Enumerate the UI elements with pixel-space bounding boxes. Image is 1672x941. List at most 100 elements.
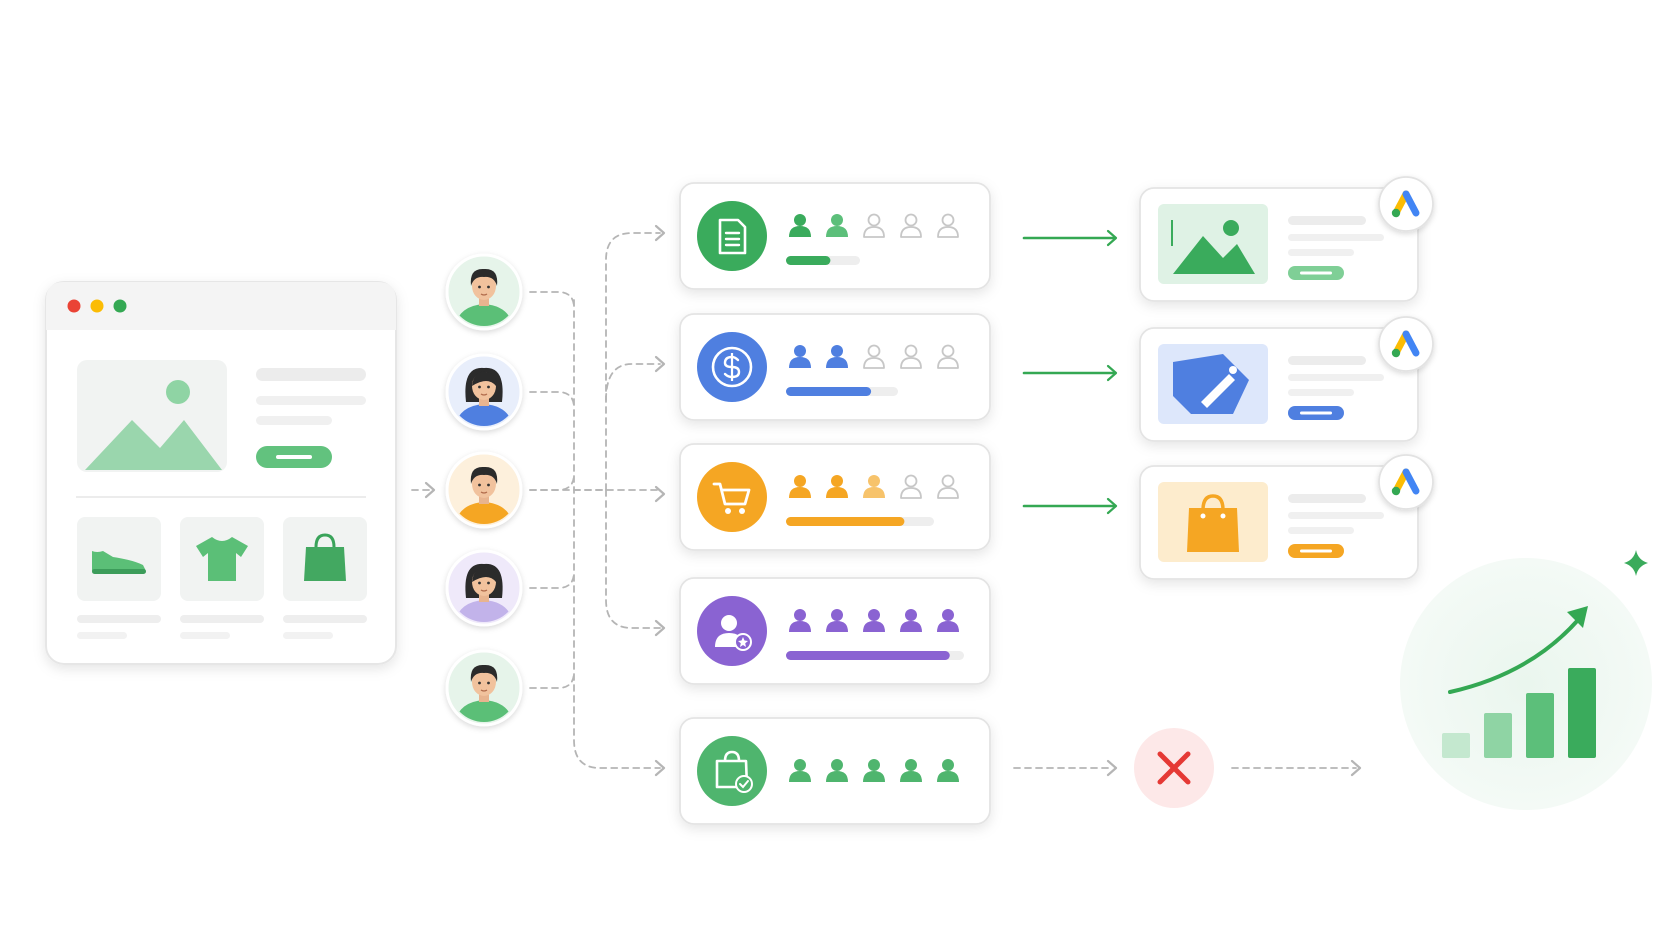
google-ads-icon (1378, 316, 1434, 372)
ad-headline-line (1288, 216, 1366, 225)
inactive-person-icon (863, 344, 885, 369)
growth-bar-1 (1484, 713, 1512, 758)
excluded-x-icon (1134, 728, 1214, 808)
visitor-connector-3 (529, 571, 575, 589)
bus-line-fourth (605, 489, 661, 629)
ad-description-line (1288, 374, 1384, 381)
ad-cta-line (1300, 411, 1332, 415)
document-icon (697, 201, 767, 271)
growth-glow (1400, 558, 1652, 810)
window-dot-2 (113, 299, 127, 313)
ad-card-product (1139, 454, 1434, 580)
inactive-person-icon (937, 344, 959, 369)
engaged-person-icon (826, 214, 848, 237)
sneaker-icon (92, 551, 146, 574)
product-title-line (180, 615, 264, 623)
engaged-person-icon (826, 345, 848, 368)
segment-arrowhead-4 (654, 759, 666, 777)
engaged-person-icon (937, 759, 959, 782)
bus-line-top (605, 232, 661, 491)
segment-card-bg (679, 717, 991, 825)
google-ads-icon (1378, 176, 1434, 232)
engaged-person-icon (900, 609, 922, 632)
growth-result (1400, 550, 1652, 810)
visitor-column (445, 253, 523, 727)
inactive-person-icon (900, 474, 922, 499)
segment-arrowhead-0 (654, 224, 666, 242)
segment-card-price-viewers (679, 313, 991, 421)
segment-card-content-viewers (679, 182, 991, 290)
cart-icon (697, 462, 767, 532)
browser-titlebar (46, 282, 396, 330)
ad-description-line (1288, 234, 1384, 241)
ad-cta-line (1300, 271, 1332, 275)
growth-bar-2 (1526, 693, 1554, 758)
ad-description-line (1288, 512, 1384, 519)
inactive-person-icon (863, 213, 885, 238)
website-to-visitors-arrowhead (424, 481, 436, 499)
inactive-person-icon (937, 474, 959, 499)
shopping-bag-icon (1187, 494, 1239, 552)
engaged-person-icon (900, 759, 922, 782)
product-price-line (77, 632, 127, 639)
remarketing-ads (1139, 176, 1434, 580)
audience-segments (679, 182, 991, 825)
product-title-line (77, 615, 161, 623)
visitor-connector-1 (529, 391, 575, 409)
window-dot-0 (67, 299, 81, 313)
product-price-line (283, 632, 333, 639)
browser-frame (45, 281, 397, 665)
ad-description-line (1288, 527, 1354, 534)
shopping-bag-icon (304, 533, 346, 581)
segment-arrowhead-2 (654, 485, 666, 503)
inactive-person-icon (900, 213, 922, 238)
growth-trend-line (1448, 618, 1580, 694)
product-card-2 (283, 517, 367, 639)
product-title-line (283, 615, 367, 623)
segment-progress-fill (786, 387, 872, 396)
visitor-avatar-3 (445, 549, 523, 627)
visitor-avatar-4 (445, 649, 523, 727)
price-tag-icon (1173, 354, 1249, 414)
ad-card-offer (1139, 316, 1434, 442)
growth-bar-3 (1568, 668, 1596, 758)
inactive-person-icon (900, 344, 922, 369)
growth-trend-arrowhead (1567, 606, 1588, 628)
segment-progress-fill (786, 651, 950, 660)
hero-cta-line (276, 455, 312, 459)
segment-card-loyal-members (679, 577, 991, 685)
bus-line-second (605, 363, 661, 401)
sparkle-icon (1624, 550, 1648, 576)
ad-cta-line (1300, 549, 1332, 553)
inactive-person-icon (937, 213, 959, 238)
engaged-person-icon (826, 759, 848, 782)
segment-progress-fill (786, 517, 905, 526)
segment-arrowhead-3 (654, 619, 666, 637)
hero-image-icon (77, 360, 227, 472)
engaged-person-icon (826, 609, 848, 632)
segment-to-ad-arrowhead-2 (1106, 497, 1118, 515)
visitor-connector-2 (529, 473, 575, 491)
product-card-1 (180, 517, 264, 639)
hero-text-line-1 (256, 368, 366, 381)
purchasers-to-exclusion-arrowhead (1106, 759, 1118, 777)
visitor-connector-0 (529, 291, 575, 309)
segment-card-cart-abandoners (679, 443, 991, 551)
tshirt-icon (196, 537, 248, 581)
growth-chart-icon (1400, 558, 1652, 810)
visitor-connector-4 (529, 671, 575, 689)
engaged-person-icon (789, 214, 811, 237)
ad-headline-line (1288, 356, 1366, 365)
ad-headline-line (1288, 494, 1366, 503)
segment-to-ad-arrowhead-0 (1106, 229, 1118, 247)
visitor-avatar-2 (445, 451, 523, 529)
growth-bar-0 (1442, 733, 1470, 758)
segment-progress-fill (786, 256, 831, 265)
product-price-line (180, 632, 230, 639)
exclusion-to-growth-arrowhead (1350, 759, 1362, 777)
ad-description-line (1288, 249, 1354, 256)
google-ads-icon (1378, 454, 1434, 510)
segment-to-ad-arrowhead-1 (1106, 364, 1118, 382)
engaged-person-icon (863, 475, 885, 498)
